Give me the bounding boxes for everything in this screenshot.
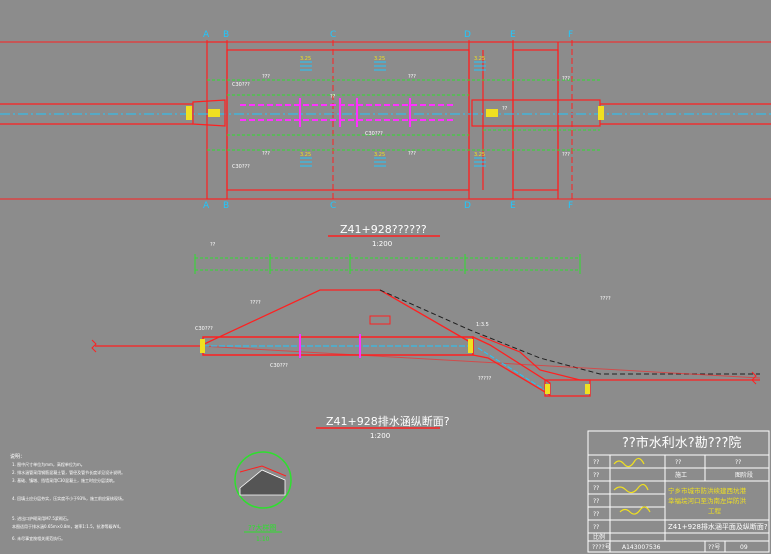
plan-note-2: C30??? bbox=[365, 131, 383, 137]
tb-sheet-no: 09 bbox=[740, 544, 748, 551]
axis-label-E-top: E bbox=[510, 30, 516, 40]
section-view: ???? C30??? C30??? ???? ?? ????? 1:3.5 Z… bbox=[91, 242, 761, 440]
notes-line-7: 5. 进出口护砌采用M7.5浆砌石。 bbox=[12, 515, 71, 521]
tb-sub-1: 施工 bbox=[675, 471, 687, 479]
plan-dim-5: 3.25 bbox=[374, 152, 385, 158]
detail-scale: 1:10 bbox=[256, 536, 270, 543]
plan-note-6: ??? bbox=[262, 151, 270, 157]
axis-label-D-top: D bbox=[464, 30, 471, 40]
notes-line-8: 本图适用于排水涵0.65m×0.8m，坡率1:1.5，抗渗等级W4。 bbox=[12, 523, 123, 529]
axis-label-B-bot: B bbox=[223, 201, 229, 211]
plan-note-9: ??? bbox=[562, 76, 570, 82]
tb-project-1: 宁乡市城市防洪续建西坑港 bbox=[668, 486, 747, 495]
plan-note-5: ??? bbox=[408, 74, 416, 80]
axis-label-A-bot: A bbox=[203, 201, 210, 211]
notes-line-3: 3. 基础、镇墩、挡墙采用C30混凝土，施工时应分层浇筑。 bbox=[12, 477, 117, 483]
section-label-1: ???? bbox=[250, 300, 261, 306]
plan-dim-2: 3.25 bbox=[374, 56, 385, 62]
plan-note-7: ??? bbox=[408, 151, 416, 157]
plan-note-1: C30??? bbox=[232, 82, 250, 88]
tb-row-5: ?? bbox=[593, 511, 599, 518]
detail-title: ??大样图 bbox=[248, 523, 276, 532]
notes-line-1: 1. 图中尺寸单位为mm，高程单位为m。 bbox=[12, 461, 85, 467]
notes-heading: 说明： bbox=[10, 453, 25, 460]
tb-row-7: 比例 bbox=[593, 533, 605, 541]
tb-sub-2: 图阶段 bbox=[735, 471, 753, 479]
plan-dim-1: 3.25 bbox=[300, 56, 311, 62]
plan-note-8: ??? bbox=[562, 152, 570, 158]
section-label-6: ????? bbox=[478, 376, 492, 382]
plan-dim-4: 3.25 bbox=[300, 152, 311, 158]
plan-note-10: ?? bbox=[502, 106, 508, 112]
detail-view: ??大样图 1:10 bbox=[234, 451, 292, 543]
plan-note-3: C30??? bbox=[232, 164, 250, 170]
plan-scale: 1:200 bbox=[372, 240, 392, 248]
tb-row-4: ?? bbox=[593, 498, 599, 505]
axis-label-C-bot: C bbox=[330, 201, 336, 211]
plan-dim-3: 3.25 bbox=[474, 56, 485, 62]
section-label-2: C30??? bbox=[195, 326, 213, 332]
tb-row-2: ?? bbox=[593, 472, 599, 479]
notes-line-2: 2. 排水涵管采用钢筋混凝土管，管径及管节长度详见设计说明。 bbox=[12, 469, 125, 475]
tb-col-2: ?? bbox=[735, 459, 741, 466]
section-label-7: 1:3.5 bbox=[476, 322, 489, 328]
section-label-3: C30??? bbox=[270, 363, 288, 369]
axis-label-F-bot: F bbox=[568, 201, 573, 211]
axis-label-B-top: B bbox=[223, 30, 229, 40]
section-title: Z41+928排水涵纵断面? bbox=[326, 414, 450, 428]
section-scale: 1:200 bbox=[370, 432, 390, 440]
tb-row-6: ?? bbox=[593, 524, 599, 531]
tb-sheet-label: ??号 bbox=[708, 544, 720, 551]
tb-project-2: 幸福垸河口至沩南左岸防洪 bbox=[668, 496, 747, 505]
axis-label-A-top: A bbox=[203, 30, 210, 40]
title-block: ??市水利水?勘???院 ?? ?? ?? ?? ?? ?? 比例 ?? ?? … bbox=[587, 430, 770, 553]
section-label-5: ?? bbox=[210, 242, 216, 248]
section-label-4: ???? bbox=[600, 296, 611, 302]
notes-line-5: 4. 回填土应分层夯实，压实度不小于93%，施工前应复核现场。 bbox=[12, 495, 126, 501]
tb-row-3: ?? bbox=[593, 485, 599, 492]
axis-label-D-bot: D bbox=[464, 201, 471, 211]
notes-line-9: 6. 未尽事宜按相关规范执行。 bbox=[12, 535, 65, 541]
axis-label-F-top: F bbox=[568, 30, 573, 40]
plan-view: A B C D E F A B C D E F bbox=[0, 30, 771, 248]
notes: 说明： 1. 图中尺寸单位为mm，高程单位为m。 2. 排水涵管采用钢筋混凝土管… bbox=[10, 453, 126, 541]
plan-dim-6: 3.25 bbox=[474, 152, 485, 158]
tb-drawing-title: Z41+928排水涵平面及纵断面? bbox=[668, 522, 768, 531]
tb-col-1: ?? bbox=[675, 459, 681, 466]
plan-note-4: ??? bbox=[262, 74, 270, 80]
tb-drawing-no: A143007536 bbox=[622, 544, 661, 551]
tb-project-3: 工程 bbox=[708, 506, 722, 515]
tb-drawing-no-label: ????号 bbox=[592, 544, 611, 551]
plan-note-11: ?? bbox=[330, 94, 336, 100]
axis-label-C-top: C bbox=[330, 30, 336, 40]
axis-label-E-bot: E bbox=[510, 201, 516, 211]
title-block-institute: ??市水利水?勘???院 bbox=[622, 435, 741, 451]
tb-row-1: ?? bbox=[593, 459, 599, 466]
plan-title: Z41+928?????? bbox=[340, 223, 427, 236]
